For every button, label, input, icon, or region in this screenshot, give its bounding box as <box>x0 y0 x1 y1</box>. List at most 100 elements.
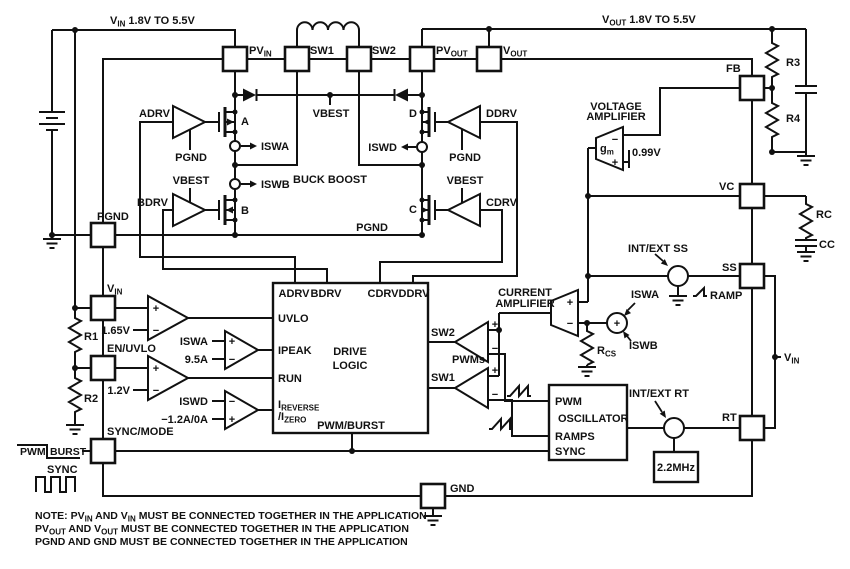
uvlo-comparator-icon <box>147 294 191 342</box>
r4-label: R4 <box>786 113 801 125</box>
svg-text:+: + <box>153 303 159 315</box>
pad-en-uvlo <box>89 354 117 382</box>
comparator-bodies <box>147 294 489 431</box>
logic-ipeak-pin: IPEAK <box>278 345 312 357</box>
en-uvlo-pad-label: EN/UVLO <box>107 343 156 355</box>
drive-logic-box <box>271 281 430 435</box>
pad-pvin <box>221 45 249 73</box>
logic-uvlo-pin: UVLO <box>278 313 309 325</box>
fb-pad-label: FB <box>726 63 741 75</box>
logic-irev-pin: IREVERSE <box>278 399 320 413</box>
sawtooth-icons <box>489 285 707 432</box>
osc-pwm-pin: PWM <box>555 396 582 408</box>
diode-a-icon <box>243 88 256 102</box>
fet-c-label: C <box>409 204 417 216</box>
ddrv-pgnd-label: PGND <box>449 152 481 164</box>
pwm-comparator-sw1-icon <box>453 366 489 410</box>
ss-pad-label: SS <box>722 262 737 274</box>
svg-text:−: − <box>153 325 159 337</box>
svg-text:+: + <box>153 363 159 375</box>
diodes <box>243 88 408 102</box>
bdrv-label: BDRV <box>137 197 169 209</box>
pad-vc <box>738 182 766 210</box>
ground-icon <box>42 238 62 249</box>
fet-a-label: A <box>241 116 249 128</box>
cdrv-label: CDRV <box>486 197 518 209</box>
iswb-label: ISWB <box>261 179 290 191</box>
resistor-shapes <box>67 29 815 422</box>
osc-ramps-pin: RAMPS <box>555 431 595 443</box>
pgnd-pad-label: PGND <box>97 211 129 223</box>
freq-label: 2.2MHz <box>657 462 695 474</box>
vout-rail-label: VOUT 1.8V TO 5.5V <box>602 14 696 28</box>
amplifier-bodies <box>550 125 689 439</box>
fet-d-arrow-icon <box>423 118 430 126</box>
note-line2: PVOUT AND VOUT MUST BE CONNECTED TOGETHE… <box>35 523 409 537</box>
logic-ddrv-pin: DDRV <box>399 288 431 300</box>
note-line1: NOTE: PVIN AND VIN MUST BE CONNECTED TOG… <box>35 510 427 524</box>
labels: VIN 1.8V TO 5.5V VOUT 1.8V TO 5.5V PVIN … <box>20 14 835 548</box>
svg-text:−: − <box>229 354 235 366</box>
adrv-label: ADRV <box>139 108 171 120</box>
adrv-buffer-icon <box>172 104 208 140</box>
oscillator-box <box>547 383 629 462</box>
sense-circles <box>229 140 428 190</box>
sw1-signal-label: SW1 <box>431 372 455 384</box>
pad-pgnd <box>89 221 117 249</box>
cdrv-buffer-icon <box>445 192 481 228</box>
bdrv-vbest-label: VBEST <box>173 175 210 187</box>
ground-icon <box>65 424 85 435</box>
pad-pvout <box>408 45 436 73</box>
pwm-comparator-sw2-icon <box>453 320 489 364</box>
svg-text:+: + <box>614 318 620 330</box>
vout-pad-label: VOUT <box>503 45 527 59</box>
pad-gnd <box>419 482 447 510</box>
svg-text:+: + <box>612 157 618 169</box>
vin-pad-label: VIN <box>107 283 123 297</box>
ground-icon <box>668 295 688 306</box>
pwms-label: PWMs <box>452 354 485 366</box>
pvout-pad-label: PVOUT <box>436 45 468 59</box>
ic-pads <box>89 45 766 510</box>
izero-comparator-icon <box>224 389 261 431</box>
logic-cdrv-pin: CDRV <box>368 288 400 300</box>
sw1-pad-label: SW1 <box>310 45 334 57</box>
vref-label: 0.99V <box>632 147 661 159</box>
diode-d-icon <box>395 88 408 102</box>
cc-label: CC <box>819 239 835 251</box>
pad-ss <box>738 262 766 290</box>
bdrv-buffer-icon <box>172 192 208 228</box>
vc-pad-label: VC <box>719 181 734 193</box>
sum-iswa-label: ISWA <box>631 289 659 301</box>
logic-pwm-burst-pin: PWM/BURST <box>317 420 385 432</box>
sw2-signal-label: SW2 <box>431 327 455 339</box>
annotation-arrows <box>623 253 668 418</box>
ground-icon <box>577 366 597 377</box>
sync-mode-pad-label: SYNC/MODE <box>107 426 174 438</box>
svg-text:−: − <box>229 396 235 408</box>
svg-text:−: − <box>612 134 618 146</box>
fet-b-arrow-icon <box>226 206 233 214</box>
gnd-pad-label: GND <box>450 483 475 495</box>
izero-in-label: ISWD <box>179 396 208 408</box>
drive-logic-title2: LOGIC <box>333 360 368 372</box>
rcs-label: RCS <box>597 345 617 359</box>
vin-rail-label: VIN 1.8V TO 5.5V <box>110 15 196 29</box>
ramp-label: RAMP <box>710 290 742 302</box>
ic-boundary <box>102 58 753 497</box>
svg-text:+: + <box>567 297 573 309</box>
pgnd-rail-label: PGND <box>356 222 388 234</box>
drive-logic-title1: DRIVE <box>333 346 367 358</box>
svg-text:−: − <box>567 318 573 330</box>
ground-icon <box>796 155 816 166</box>
svg-text:−: − <box>153 385 159 397</box>
rc-label: RC <box>816 209 832 221</box>
ddrv-buffer-icon <box>445 104 481 140</box>
ipeak-in-label: ISWA <box>180 336 208 348</box>
r1-label: R1 <box>84 331 98 343</box>
voltage-amp-title1: VOLTAGE <box>590 101 642 113</box>
gm-label: gm <box>600 143 614 157</box>
note-line3: PGND AND GND MUST BE CONNECTED TOGETHER … <box>35 536 408 548</box>
pad-fb <box>738 74 766 102</box>
fet-b-label: B <box>241 205 249 217</box>
